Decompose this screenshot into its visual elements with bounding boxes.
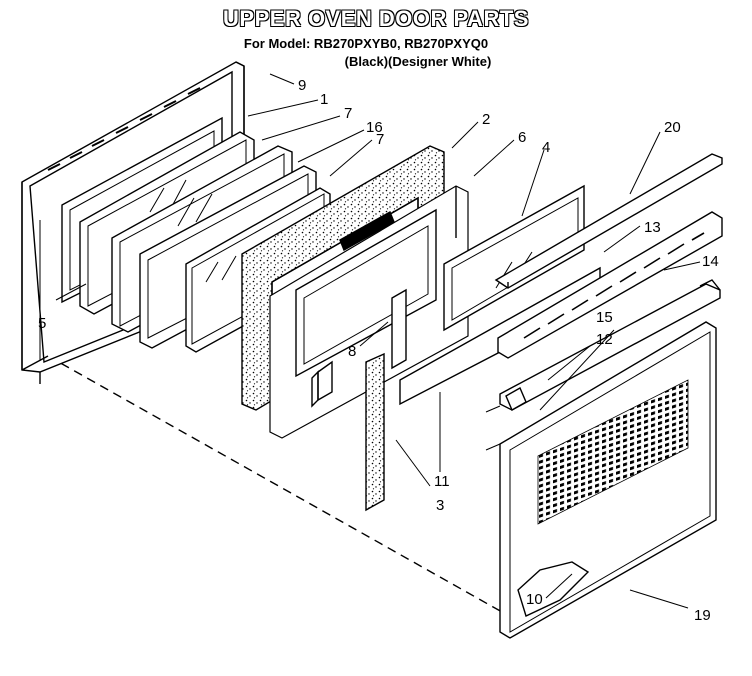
callout-10: 10 [526, 591, 543, 608]
callout-20: 20 [664, 119, 681, 136]
top-trim-part-20 [494, 153, 723, 289]
callout-7: 7 [376, 131, 384, 148]
callout-2: 2 [482, 111, 490, 128]
callout-3: 3 [436, 497, 444, 514]
callout-12: 12 [596, 331, 613, 348]
callout-7: 7 [344, 105, 352, 122]
inner-door-panel-part-6 [269, 185, 469, 439]
callout-16: 16 [366, 119, 383, 136]
callout-6: 6 [518, 129, 526, 146]
callout-1: 1 [320, 91, 328, 108]
model-line: For Model: RB270PXYB0, RB270PXYQ0 [243, 36, 489, 51]
callout-15: 15 [596, 309, 613, 326]
vent-strip-part-14 [497, 211, 723, 359]
bottom-channel-part-12 [499, 279, 721, 411]
side-insulation-strip-part-3 [365, 352, 385, 512]
callout-13: 13 [644, 219, 661, 236]
callout-8: 8 [348, 343, 356, 360]
callout-9: 9 [298, 77, 306, 94]
diagram-title: UPPER OVEN DOOR PARTS [223, 6, 529, 31]
callout-19: 19 [694, 607, 711, 624]
alignment-dashed-line [47, 355, 503, 613]
finish-line: (Black)(Designer White) [344, 54, 492, 69]
callout-4: 4 [542, 139, 550, 156]
hinge-bracket-part-8 [391, 288, 407, 370]
callout-5: 5 [38, 315, 46, 332]
callout-11: 11 [434, 473, 450, 490]
callout-14: 14 [702, 253, 719, 270]
